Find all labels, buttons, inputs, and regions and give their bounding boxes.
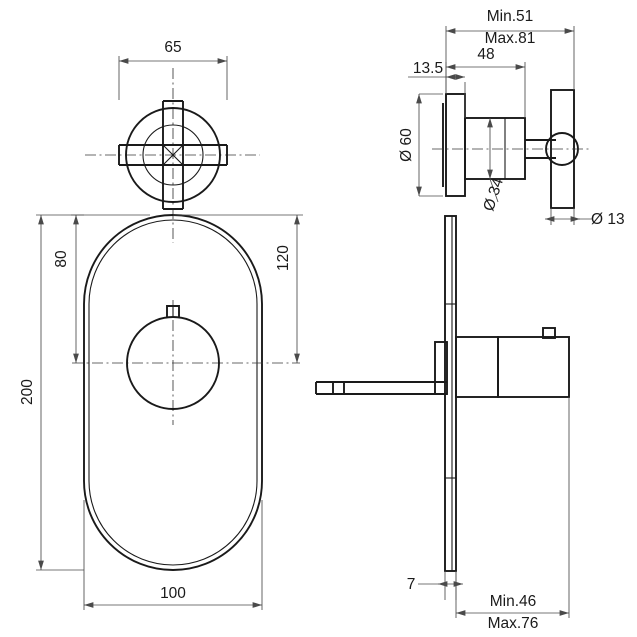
dim-label-projection-max: Max.81	[485, 30, 536, 47]
dim-label-center-to-top: 80	[53, 250, 70, 268]
dim-label-center-to-bottom: 120	[275, 245, 292, 271]
dim-label-install-depth-max: Max.76	[488, 615, 539, 632]
handle-cross-chamfers	[162, 144, 184, 166]
dim-label-plate-width: 100	[160, 585, 186, 602]
dim-label-handle-width: 65	[164, 39, 181, 56]
handle-inner-circle	[142, 124, 204, 186]
valve-side-view: 7 Min.46 Max.76	[315, 215, 570, 632]
plate-inner-outline	[88, 219, 258, 566]
dim-label-bar-diameter: Ø 13	[591, 211, 625, 228]
dim-label-plate-height: 200	[19, 379, 36, 405]
side-valve-top-tab	[542, 327, 556, 339]
dim-label-projection-min: Min.51	[487, 8, 534, 25]
dim-label-install-depth-min: Min.46	[490, 593, 537, 610]
dim-label-plate-diameter: Ø 60	[398, 128, 415, 162]
handle-outer-circle	[125, 107, 221, 203]
handle-horizontal-arm	[118, 144, 228, 166]
handle-front-view: 65	[85, 39, 260, 243]
dim-label-oval-thickness: 7	[407, 576, 416, 593]
side-valve-body-rear	[497, 336, 570, 398]
handle-vertical-arm	[162, 100, 184, 210]
dim-label-plate-thickness-side: 13.5	[413, 60, 443, 77]
side-handle-projection	[315, 381, 447, 395]
body-diameter-leader	[489, 178, 499, 203]
plate-front-view: 200 80 120 100	[19, 214, 303, 610]
dim-label-body-projection: 48	[477, 46, 494, 63]
side-valve-body	[464, 117, 526, 180]
